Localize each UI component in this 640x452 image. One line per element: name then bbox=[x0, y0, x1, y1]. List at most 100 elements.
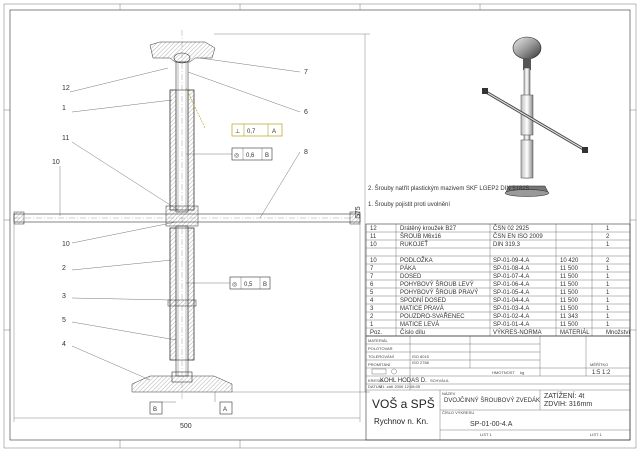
parts-cell-qty: 1 bbox=[606, 226, 610, 232]
school-city: Rychnov n. Kn. bbox=[374, 417, 428, 426]
svg-text:MĚŘÍTKO: MĚŘÍTKO bbox=[590, 362, 608, 367]
parts-cell-qty: 1 bbox=[606, 306, 610, 312]
parts-cell-material: 10 420 bbox=[560, 258, 579, 264]
projection-symbol-icon bbox=[371, 368, 397, 375]
parts-cell-norm: SP-01-09-4.A bbox=[493, 258, 529, 264]
section-view bbox=[13, 30, 361, 400]
parts-cell-material: 11 500 bbox=[560, 274, 579, 280]
parts-cell-name: POHYBOVÝ ŠROUB PRAVÝ bbox=[400, 289, 478, 296]
svg-text:◎: ◎ bbox=[234, 153, 239, 159]
svg-text:1:5 1:2: 1:5 1:2 bbox=[592, 370, 611, 376]
svg-text:LIST 1: LIST 1 bbox=[590, 432, 602, 437]
isometric-view bbox=[482, 36, 588, 197]
parts-cell-name: MATICE PRAVÁ bbox=[400, 305, 444, 312]
parts-cell-name: Drátěný kroužek B27 bbox=[400, 226, 457, 232]
parts-cell-qty: 1 bbox=[606, 266, 610, 272]
parts-cell-name: SPODNÍ DOSED bbox=[400, 297, 447, 304]
dim-width: 500 bbox=[180, 423, 192, 430]
parts-cell-name: POHYBOVÝ ŠROUB LEVÝ bbox=[400, 281, 474, 288]
svg-text:POLOTOVAR: POLOTOVAR bbox=[368, 346, 393, 351]
leader-lines bbox=[59, 57, 301, 381]
svg-text:0,5: 0,5 bbox=[244, 282, 253, 288]
parts-cell-qty: 2 bbox=[606, 234, 610, 240]
svg-text:A: A bbox=[272, 129, 276, 135]
svg-text:ISO 2768: ISO 2768 bbox=[412, 360, 430, 365]
parts-header-pos: Poz. bbox=[370, 330, 382, 336]
parts-cell-norm: SP-01-02-4.A bbox=[493, 314, 529, 320]
parts-cell-material: 11 500 bbox=[560, 290, 579, 296]
svg-text:ISO 8015: ISO 8015 bbox=[412, 354, 430, 359]
svg-text:DATUM: DATUM bbox=[368, 384, 382, 389]
svg-text:HMOTNOST: HMOTNOST bbox=[492, 370, 515, 375]
balloon-12: 12 bbox=[62, 85, 70, 92]
balloon-1: 1 bbox=[62, 105, 66, 112]
svg-text:ČÍSLO VÝKRESU: ČÍSLO VÝKRESU bbox=[442, 410, 474, 415]
parts-cell-name: MATICE LEVÁ bbox=[400, 321, 439, 328]
notes: 2. Šrouby natřít plastickým mazivem SKF … bbox=[368, 185, 530, 208]
parts-cell-pos: 5 bbox=[370, 290, 374, 296]
tolerance-frames: ⊥ 0,7 A ◎ 0,6 B ◎ 0,5 B bbox=[185, 87, 283, 290]
parts-header-material: MATERIÁL bbox=[560, 329, 590, 336]
parts-cell-pos: 6 bbox=[370, 282, 374, 288]
parts-cell-qty: 1 bbox=[606, 290, 610, 296]
parts-cell-norm: SP-01-01-4.A bbox=[493, 322, 529, 328]
svg-text:B: B bbox=[265, 153, 269, 159]
svg-text:TOLEROVÁNÍ: TOLEROVÁNÍ bbox=[368, 354, 395, 359]
svg-text:ZATÍŽENÍ: 4t: ZATÍŽENÍ: 4t bbox=[544, 391, 584, 400]
balloon-5: 5 bbox=[62, 317, 66, 324]
dim-height: 575 bbox=[355, 206, 362, 218]
balloon-11: 11 bbox=[62, 135, 69, 142]
parts-cell-material: 11 500 bbox=[560, 282, 579, 288]
parts-cell-norm: SP-01-05-4.A bbox=[493, 290, 529, 296]
balloon-10-bottom: 10 bbox=[62, 241, 70, 248]
note-1: 1. Šrouby pojistit proti uvolnění bbox=[368, 201, 450, 208]
parts-cell-norm: SP-01-03-4.A bbox=[493, 306, 529, 312]
note-2: 2. Šrouby natřít plastickým mazivem SKF … bbox=[368, 185, 530, 192]
drawing-title: DVOJČINNÝ ŠROUBOVÝ ZVEDÁK bbox=[444, 397, 540, 404]
parts-cell-norm: SP-01-06-4.A bbox=[493, 282, 529, 288]
svg-text:KOHL HODAS D.: KOHL HODAS D. bbox=[380, 378, 427, 384]
balloon-8: 8 bbox=[304, 149, 308, 156]
parts-cell-qty: 1 bbox=[606, 322, 610, 328]
svg-text:SCHVÁLIL: SCHVÁLIL bbox=[430, 378, 450, 383]
parts-cell-qty: 1 bbox=[606, 274, 610, 280]
parts-cell-qty: 1 bbox=[606, 242, 610, 248]
parts-cell-name: DOSED bbox=[400, 274, 422, 280]
parts-cell-qty: 1 bbox=[606, 314, 610, 320]
parts-cell-qty: 1 bbox=[606, 298, 610, 304]
parts-cell-norm: SP-01-08-4.A bbox=[493, 266, 529, 272]
balloon-6: 6 bbox=[304, 109, 308, 116]
tolerance-frame-concentricity-1: ◎ 0,6 B bbox=[186, 147, 273, 161]
parts-cell-name: RUKOJEŤ bbox=[400, 240, 428, 248]
school-name: VOŠ a SPŠ bbox=[372, 396, 435, 411]
balloon-10-top: 10 bbox=[52, 159, 60, 166]
parts-cell-name: ŠROUB M6x16 bbox=[400, 233, 442, 240]
parts-cell-material: 11 500 bbox=[560, 266, 579, 272]
parts-cell-pos: 12 bbox=[370, 226, 377, 232]
svg-text:0,6: 0,6 bbox=[246, 153, 255, 159]
svg-text:◎: ◎ bbox=[232, 282, 237, 288]
balloon-2: 2 bbox=[62, 265, 66, 272]
title-block: MATERIÁL POLOTOVAR TOLEROVÁNÍ ISO 8015 I… bbox=[365, 335, 631, 441]
parts-cell-pos: 10 bbox=[370, 242, 377, 248]
balloon-7: 7 bbox=[304, 69, 308, 76]
tolerance-frame-concentricity-2: ◎ 0,5 B bbox=[186, 276, 271, 290]
svg-text:ZDVIH: 316mm: ZDVIH: 316mm bbox=[544, 401, 592, 408]
parts-cell-norm: SP-01-07-4.A bbox=[493, 274, 529, 280]
parts-cell-pos: 10 bbox=[370, 258, 377, 264]
svg-text:0,7: 0,7 bbox=[247, 129, 256, 135]
parts-cell-material: 11 500 bbox=[560, 306, 579, 312]
dimensions: 575 500 bbox=[13, 33, 370, 430]
parts-header-name: Číslo dílu bbox=[400, 329, 425, 336]
svg-text:B: B bbox=[263, 282, 267, 288]
datum-labels: A B bbox=[149, 392, 233, 415]
parts-cell-qty: 2 bbox=[606, 258, 610, 264]
parts-cell-pos: 2 bbox=[370, 314, 374, 320]
sheet-frame bbox=[3, 3, 637, 449]
parts-cell-norm: DIN 319.3 bbox=[493, 242, 521, 248]
parts-cell-name: PÁKA bbox=[400, 265, 416, 272]
svg-text:kg: kg bbox=[520, 370, 524, 375]
parts-cell-material: 11 500 bbox=[560, 322, 579, 328]
